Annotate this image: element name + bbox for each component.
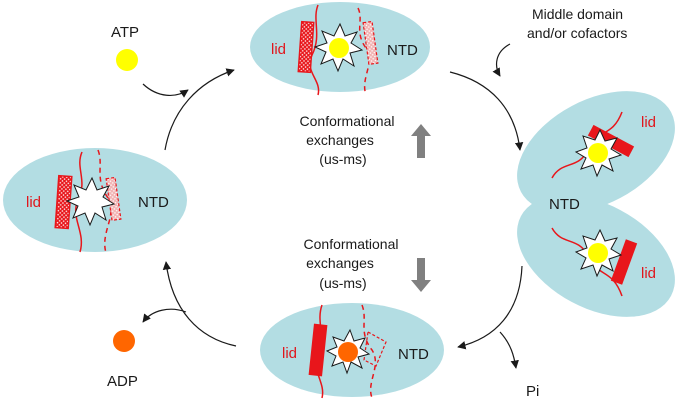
lid-block-top [297, 20, 315, 74]
strand-top-dashed [357, 7, 371, 96]
lid-block-bottom-open [363, 331, 387, 367]
conf-top-line1: Conformational [300, 113, 395, 129]
strand-left-dashed [97, 149, 112, 254]
adp-free-icon [113, 330, 135, 352]
lid-label-left: lid [26, 194, 41, 211]
gray-up-arrow-icon [411, 124, 431, 158]
lid-label-right-upper: lid [641, 114, 656, 131]
adp-label: ADP [107, 373, 138, 390]
lid-block-bottom [308, 323, 328, 377]
conformational-label-top: Conformational exchanges (us-ms) [300, 113, 395, 167]
pi-label: Pi [526, 383, 539, 400]
strand-bottom-dashed [361, 304, 377, 399]
middle-domain-label-line1: Middle domain [532, 6, 623, 22]
ntd-label-right: NTD [549, 196, 580, 213]
atp-bound-right-lower-icon [588, 243, 608, 263]
atp-free-icon [116, 49, 138, 71]
conf-top-line3: (us-ms) [319, 151, 366, 167]
conf-bottom-line1: Conformational [304, 236, 399, 252]
conformational-label-bottom: Conformational exchanges (us-ms) [304, 236, 399, 291]
lid-block-top-open [362, 20, 379, 66]
arrow-pi-release [499, 331, 519, 369]
arrow-adp-release [142, 308, 187, 323]
lid-label-right-lower: lid [641, 265, 656, 282]
ntd-label-left: NTD [138, 194, 169, 211]
conf-top-line2: exchanges [306, 132, 374, 148]
arrow-atp-binding [142, 83, 189, 98]
arrow-left-to-top [164, 68, 235, 151]
atp-label: ATP [111, 24, 139, 41]
arrow-middle-domain-in [492, 43, 511, 77]
conf-bottom-line3: (us-ms) [319, 275, 366, 291]
state-right: lid lid NTD [517, 91, 675, 317]
lid-label-bottom: lid [282, 345, 297, 362]
gray-down-arrow-icon [411, 258, 431, 292]
atp-bound-top-icon [329, 38, 349, 58]
atp-bound-right-upper-icon [588, 143, 608, 163]
state-bottom: lid NTD [260, 303, 444, 399]
arrow-top-to-right [449, 71, 524, 151]
arrow-right-to-bottom [457, 265, 523, 350]
ntd-label-top: NTD [387, 42, 418, 59]
arrow-bottom-to-left [162, 261, 237, 347]
state-top: lid NTD [250, 2, 430, 96]
lid-block-right-lower [610, 239, 638, 285]
lid-block-left-open [105, 176, 122, 222]
lid-label-top: lid [271, 41, 286, 58]
ntd-label-bottom: NTD [398, 346, 429, 363]
empty-site-left-icon [65, 176, 116, 227]
state-left: lid NTD [3, 148, 187, 254]
conf-bottom-line2: exchanges [306, 255, 374, 271]
adp-bound-bottom-icon [338, 342, 358, 362]
middle-domain-label-line2: and/or cofactors [527, 25, 627, 41]
